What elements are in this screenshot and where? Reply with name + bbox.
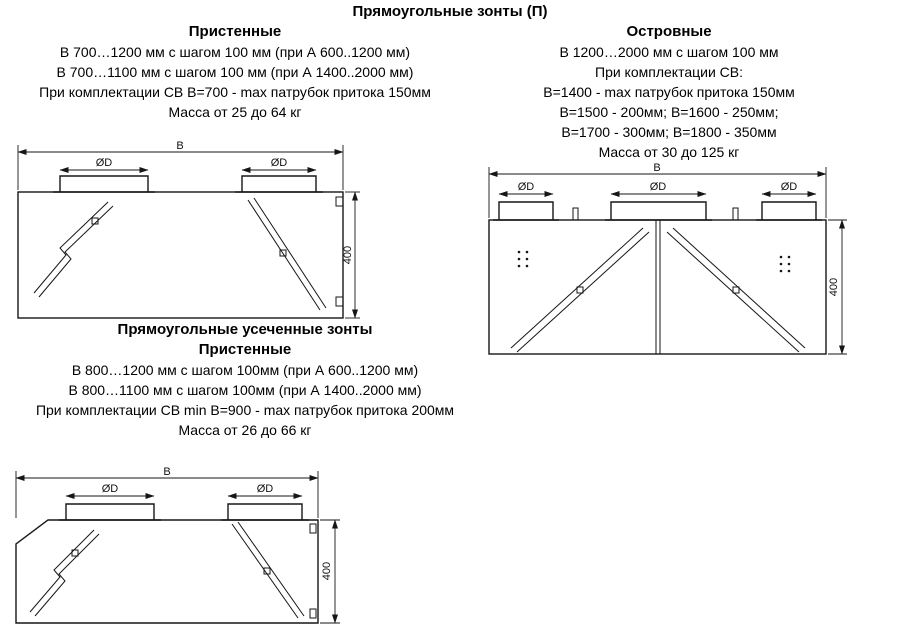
duct-dim-label: ØD [96, 157, 113, 169]
width-dim-label: B [163, 466, 170, 478]
filter-panels [29, 521, 317, 619]
height-dim-label: 400 [321, 562, 333, 580]
duct-dim-label: ØD [257, 483, 274, 495]
height-dimension: 400 [828, 219, 847, 355]
duct-dimension: ØD ØD ØD [498, 181, 817, 197]
page-title: Прямоугольные зонты (П) [352, 3, 548, 20]
duct-dim-label: ØD [781, 181, 798, 193]
perforation-dots [517, 250, 791, 273]
spec-line: Масса от 25 до 64 кг [168, 104, 302, 120]
spec-line: Масса от 26 до 66 кг [178, 422, 312, 438]
spec-line: Масса от 30 до 125 кг [598, 144, 740, 160]
duct-dim-label: ØD [102, 483, 119, 495]
spec-line: В 800…1100 мм с шагом 100мм (при А 1400.… [68, 382, 422, 398]
hood-body-outline [17, 191, 344, 319]
filter-panels [33, 196, 344, 311]
height-dimension: 400 [320, 519, 340, 624]
truncated-hood-drawing: B ØD ØD 400 [15, 466, 340, 624]
spec-line: В=1500 - 200мм; В=1600 - 250мм; [559, 104, 779, 120]
height-dim-label: 400 [828, 278, 840, 296]
width-dim-label: B [176, 140, 183, 152]
filter-panels [510, 227, 806, 353]
duct-dim-label: ØD [518, 181, 535, 193]
supply-spigots [59, 503, 309, 521]
width-dimension: B [488, 162, 827, 218]
island-hood-specs: Островные В 1200…2000 мм с шагом 100 мм … [480, 22, 858, 162]
spec-line: В=1400 - max патрубок притока 150мм [543, 84, 795, 100]
width-dimension: B [17, 140, 344, 190]
supply-spigots [493, 201, 822, 221]
spec-line: При комплектации СВ min В=900 - max патр… [35, 402, 455, 418]
supply-spigots [53, 175, 323, 193]
wall-hood-specs: Пристенные В 700…1200 мм с шагом 100 мм … [2, 22, 468, 122]
duct-dimension: ØD ØD [59, 157, 317, 173]
duct-dim-label: ØD [271, 157, 288, 169]
spec-line: При комплектации СВ: [595, 64, 743, 80]
wall-hood-drawing: B ØD ØD 400 [17, 140, 360, 319]
hood-body-outline [15, 519, 319, 624]
duct-dimension: ØD ØD [65, 483, 303, 499]
width-dim-label: B [653, 162, 660, 174]
section-heading-truncated: Прямоугольные усеченные зонты [117, 321, 373, 338]
island-hood-drawing: B ØD ØD ØD [488, 162, 847, 355]
spec-line: В 800…1200 мм с шагом 100мм (при А 600..… [71, 362, 419, 378]
spec-line: В 700…1200 мм с шагом 100 мм (при А 600.… [59, 44, 411, 60]
hood-body-outline [488, 219, 827, 355]
center-divider [655, 220, 661, 354]
truncated-hood-specs: Прямоугольные усеченные зонты Пристенные… [0, 320, 490, 440]
spec-line: В 1200…2000 мм с шагом 100 мм [559, 44, 779, 60]
spec-line: При комплектации СВ В=700 - max патрубок… [39, 84, 431, 100]
duct-dim-label: ØD [650, 181, 667, 193]
height-dimension: 400 [342, 191, 360, 319]
width-dimension: B [15, 466, 319, 518]
spec-line: В=1700 - 300мм; В=1800 - 350мм [561, 124, 777, 140]
spec-line: В 700…1100 мм с шагом 100 мм (при А 1400… [56, 64, 414, 80]
section-subheading-truncated: Пристенные [198, 341, 292, 358]
section-heading-island: Островные [626, 23, 712, 40]
section-heading-wall: Пристенные [188, 23, 282, 40]
height-dim-label: 400 [342, 246, 354, 264]
